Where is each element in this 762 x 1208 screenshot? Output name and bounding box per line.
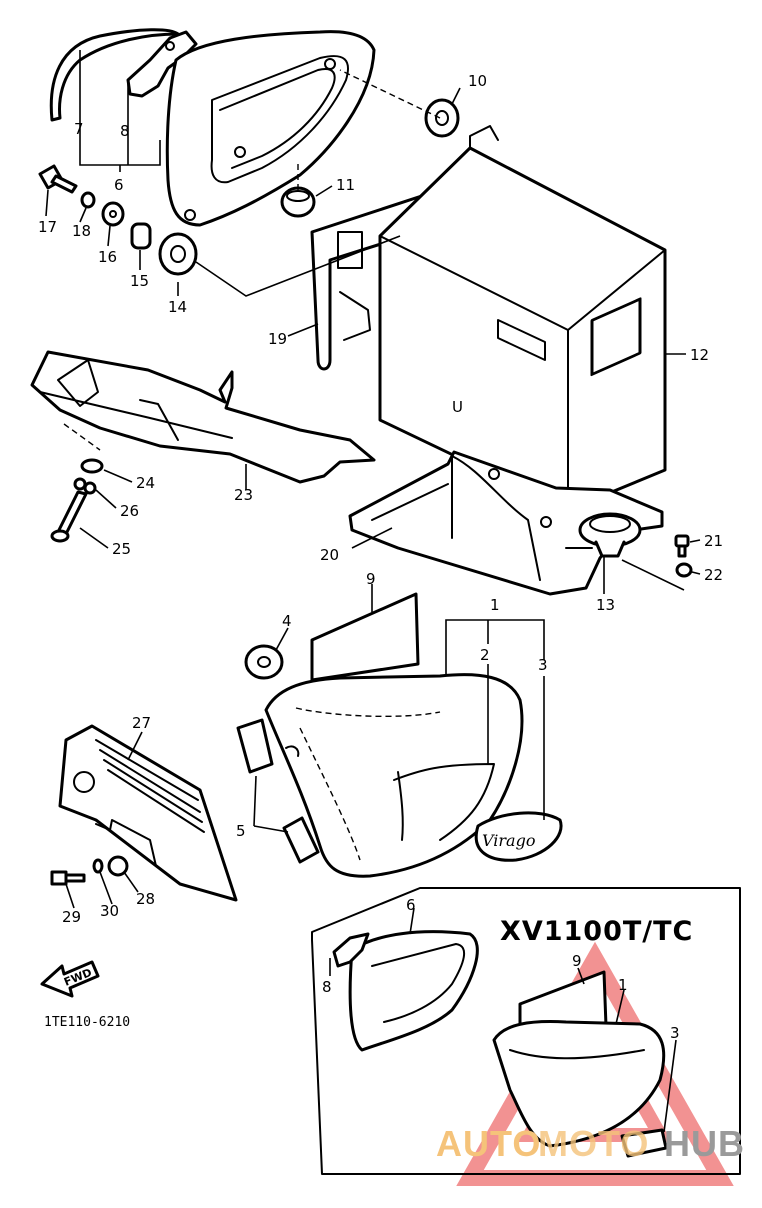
- callout-29: 29: [62, 908, 81, 926]
- part-24-nut: [80, 458, 104, 474]
- callout-15: 15: [130, 272, 149, 290]
- callout-2: 2: [480, 646, 490, 664]
- inset-callout-8: 8: [322, 978, 332, 996]
- inset-callout-1: 1: [618, 976, 628, 994]
- callouts: 7 8 6 10 11 17 18 16 15 14 19 12 24 23 2…: [38, 72, 723, 926]
- part-29-bolt: [50, 870, 86, 886]
- callout-3: 3: [538, 656, 548, 674]
- part-28-collar: [107, 855, 129, 877]
- part-17-bolt: [38, 164, 78, 194]
- part-16-washer: [101, 201, 125, 227]
- callout-8: 8: [120, 122, 130, 140]
- watermark-hub: HUB: [664, 1123, 745, 1164]
- leader-lines: [45, 50, 701, 1133]
- callout-18: 18: [72, 222, 91, 240]
- callout-6: 6: [114, 176, 124, 194]
- callout-27: 27: [132, 714, 151, 732]
- inset-part-6-cover: [348, 930, 479, 1052]
- inset-callouts: 6 8 9 1 3: [322, 896, 680, 1042]
- fwd-arrow-icon: FWD: [40, 960, 100, 998]
- callout-9: 9: [366, 570, 376, 588]
- callout-20: 20: [320, 546, 339, 564]
- part-22-washer: [675, 562, 693, 578]
- diagram-code: 1TE110-6210: [44, 1015, 130, 1030]
- callout-23: 23: [234, 486, 253, 504]
- callout-19: 19: [268, 330, 287, 348]
- part-25-bolt: [50, 490, 88, 543]
- callout-7: 7: [74, 120, 84, 138]
- inset-part-3-emblem: [620, 1128, 668, 1158]
- callout-28: 28: [136, 890, 155, 908]
- emblem-text: Virago: [482, 831, 535, 850]
- model-label: XV1100T/TC: [500, 916, 693, 947]
- callout-5: 5: [236, 822, 246, 840]
- callout-21: 21: [704, 532, 723, 550]
- callout-14: 14: [168, 298, 187, 316]
- part-12-battery-box: U: [378, 125, 667, 512]
- inset-part-1-side-cover: [492, 1020, 666, 1148]
- callout-10: 10: [468, 72, 487, 90]
- part-10-grommet: [424, 98, 460, 138]
- part-30-washer: [92, 858, 104, 874]
- part-11-grommet: [280, 186, 316, 218]
- part-5-damper: [236, 718, 320, 864]
- watermark-moto: MOTO: [538, 1123, 649, 1164]
- part-21-bolt: [674, 534, 690, 558]
- callout-25: 25: [112, 540, 131, 558]
- callout-22: 22: [704, 566, 723, 584]
- callout-12: 12: [690, 346, 709, 364]
- part-27-lower-cover: [58, 724, 238, 902]
- callout-24: 24: [136, 474, 155, 492]
- inset-callout-6: 6: [406, 896, 416, 914]
- callout-26: 26: [120, 502, 139, 520]
- watermark-auto: AUTO: [436, 1123, 541, 1164]
- inset-callout-3: 3: [670, 1024, 680, 1042]
- callout-13: 13: [596, 596, 615, 614]
- inset-callout-9: 9: [572, 952, 582, 970]
- part-23-guard: [30, 350, 376, 484]
- svg-text:U: U: [452, 398, 463, 416]
- inset-panel: [311, 887, 741, 1175]
- part-3-emblem: Virago: [474, 811, 563, 862]
- callout-4: 4: [282, 612, 292, 630]
- part-4-grommet: [244, 644, 284, 680]
- callout-30: 30: [100, 902, 119, 920]
- callout-16: 16: [98, 248, 117, 266]
- part-15-collar: [130, 222, 152, 250]
- part-9-plate: [310, 592, 420, 682]
- callout-1: 1: [490, 596, 500, 614]
- callout-11: 11: [336, 176, 355, 194]
- part-26-washer: [73, 477, 97, 495]
- part-1-side-cover: [264, 673, 524, 878]
- callout-17: 17: [38, 218, 57, 236]
- inset-part-8-bracket: [332, 932, 370, 968]
- part-13-grommet: [578, 512, 642, 558]
- part-14-grommet: [158, 232, 198, 276]
- part-18-washer: [80, 191, 96, 209]
- part-6-upper-cover: [165, 30, 376, 227]
- watermark-text: AUTO MOTO HUB: [436, 1123, 745, 1164]
